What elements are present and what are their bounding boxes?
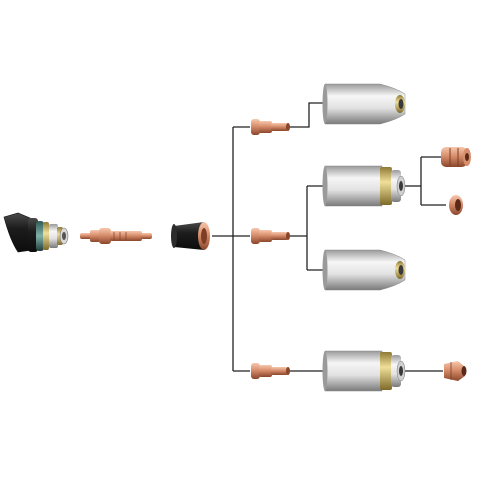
nozzle-3	[251, 363, 290, 379]
torch-head-icon	[3, 212, 69, 253]
swirl-ring-icon	[171, 222, 210, 250]
nozzle-icon	[251, 363, 290, 379]
shield-cup-collar-2	[322, 350, 406, 392]
connector-line	[290, 102, 325, 128]
shield-cup-icon	[322, 350, 406, 392]
connector-lines	[212, 102, 446, 372]
deflector-icon	[449, 195, 463, 215]
drag-shield-icon	[444, 361, 467, 381]
nozzle-icon	[251, 228, 290, 244]
nozzle-icon	[251, 119, 290, 135]
shield-cup-plain	[322, 83, 406, 125]
shield-cup-plain-2	[322, 249, 406, 291]
shield-cup-collar	[322, 165, 406, 207]
nozzle-2	[251, 228, 290, 244]
retaining-cap-icon	[441, 147, 471, 167]
nozzle-1	[251, 119, 290, 135]
shield-cup-icon	[322, 165, 406, 207]
electrode-icon	[80, 228, 152, 244]
shield-cup-icon	[322, 83, 406, 125]
shield-cup-icon	[322, 249, 406, 291]
